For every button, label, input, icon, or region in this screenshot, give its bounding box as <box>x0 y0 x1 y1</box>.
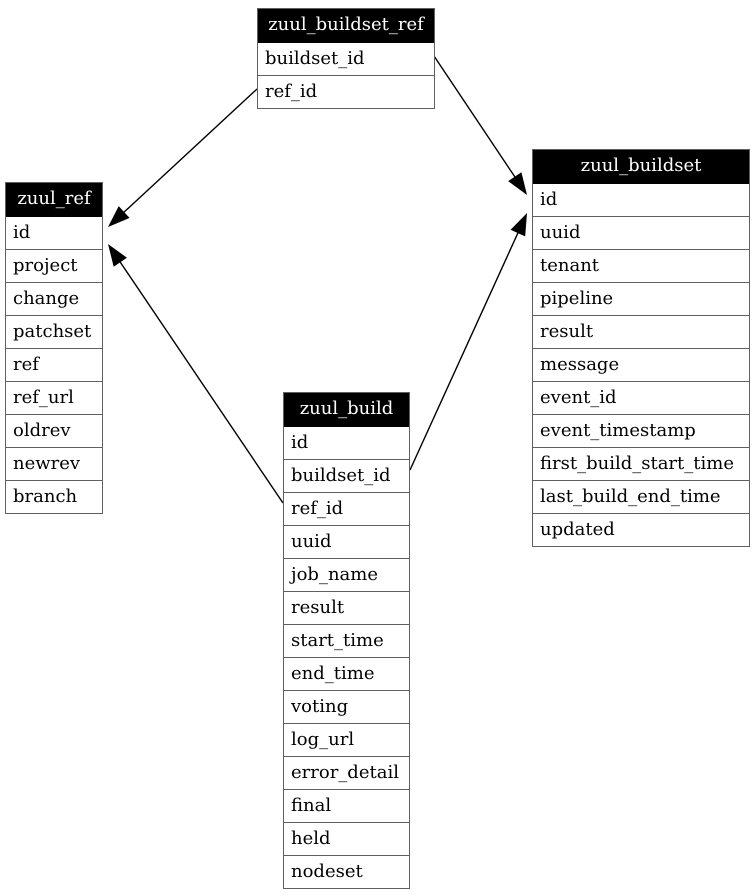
relationship-buildset_ref-to-ref <box>108 88 258 227</box>
relationship-buildset_ref-to-buildset <box>433 55 527 195</box>
entity-column-zuul_build-uuid[interactable]: uuid <box>284 525 409 558</box>
entity-column-zuul_buildset-last_build_end_time[interactable]: last_build_end_time <box>533 480 749 513</box>
relationship-build-to-ref <box>108 244 284 504</box>
entity-column-zuul_ref-oldrev[interactable]: oldrev <box>6 414 102 447</box>
relationship-arrowhead <box>508 172 527 195</box>
entity-column-zuul_ref-newrev[interactable]: newrev <box>6 447 102 480</box>
relationship-line <box>409 230 520 471</box>
entity-column-zuul_build-error_detail[interactable]: error_detail <box>284 756 409 789</box>
relationship-arrowhead <box>510 213 527 237</box>
entity-column-zuul_ref-branch[interactable]: branch <box>6 480 102 513</box>
entity-column-zuul_build-log_url[interactable]: log_url <box>284 723 409 756</box>
relationship-line <box>118 260 284 504</box>
entity-title-zuul_buildset_ref: zuul_buildset_ref <box>258 9 434 41</box>
entity-column-zuul_buildset-updated[interactable]: updated <box>533 513 749 546</box>
entity-column-zuul_buildset-tenant[interactable]: tenant <box>533 249 749 282</box>
entity-column-zuul_buildset-event_id[interactable]: event_id <box>533 381 749 414</box>
entity-column-zuul_build-voting[interactable]: voting <box>284 690 409 723</box>
entity-column-zuul_buildset-result[interactable]: result <box>533 315 749 348</box>
entity-column-zuul_buildset_ref-buildset_id[interactable]: buildset_id <box>258 41 434 75</box>
entity-column-zuul_buildset-message[interactable]: message <box>533 348 749 381</box>
relationship-arrowhead <box>108 206 130 227</box>
entity-column-zuul_buildset-event_timestamp[interactable]: event_timestamp <box>533 414 749 447</box>
entity-title-zuul_ref: zuul_ref <box>6 183 102 215</box>
entity-column-zuul_ref-id[interactable]: id <box>6 215 102 249</box>
entity-column-zuul_buildset-first_build_start_time[interactable]: first_build_start_time <box>533 447 749 480</box>
relationship-line <box>122 88 258 214</box>
relationship-line <box>433 55 517 179</box>
entity-column-zuul_ref-project[interactable]: project <box>6 249 102 282</box>
entity-title-zuul_buildset: zuul_buildset <box>533 150 749 182</box>
entity-column-zuul_ref-ref[interactable]: ref <box>6 348 102 381</box>
entity-column-zuul_ref-change[interactable]: change <box>6 282 102 315</box>
entity-column-zuul_build-held[interactable]: held <box>284 822 409 855</box>
entity-title-zuul_build: zuul_build <box>284 393 409 425</box>
entity-column-zuul_build-final[interactable]: final <box>284 789 409 822</box>
entity-column-zuul_build-ref_id[interactable]: ref_id <box>284 492 409 525</box>
entity-column-zuul_buildset_ref-ref_id[interactable]: ref_id <box>258 75 434 108</box>
entity-column-zuul_ref-ref_url[interactable]: ref_url <box>6 381 102 414</box>
entity-column-zuul_buildset-uuid[interactable]: uuid <box>533 216 749 249</box>
relationship-arrowhead <box>108 244 127 267</box>
entity-column-zuul_ref-patchset[interactable]: patchset <box>6 315 102 348</box>
entity-column-zuul_build-result[interactable]: result <box>284 591 409 624</box>
entity-column-zuul_build-end_time[interactable]: end_time <box>284 657 409 690</box>
entity-column-zuul_build-id[interactable]: id <box>284 425 409 459</box>
entity-column-zuul_build-job_name[interactable]: job_name <box>284 558 409 591</box>
relationship-build-to-buildset <box>409 213 527 471</box>
entity-column-zuul_build-buildset_id[interactable]: buildset_id <box>284 459 409 492</box>
entity-column-zuul_build-start_time[interactable]: start_time <box>284 624 409 657</box>
entity-column-zuul_buildset-id[interactable]: id <box>533 182 749 216</box>
entity-column-zuul_build-nodeset[interactable]: nodeset <box>284 855 409 888</box>
entity-column-zuul_buildset-pipeline[interactable]: pipeline <box>533 282 749 315</box>
